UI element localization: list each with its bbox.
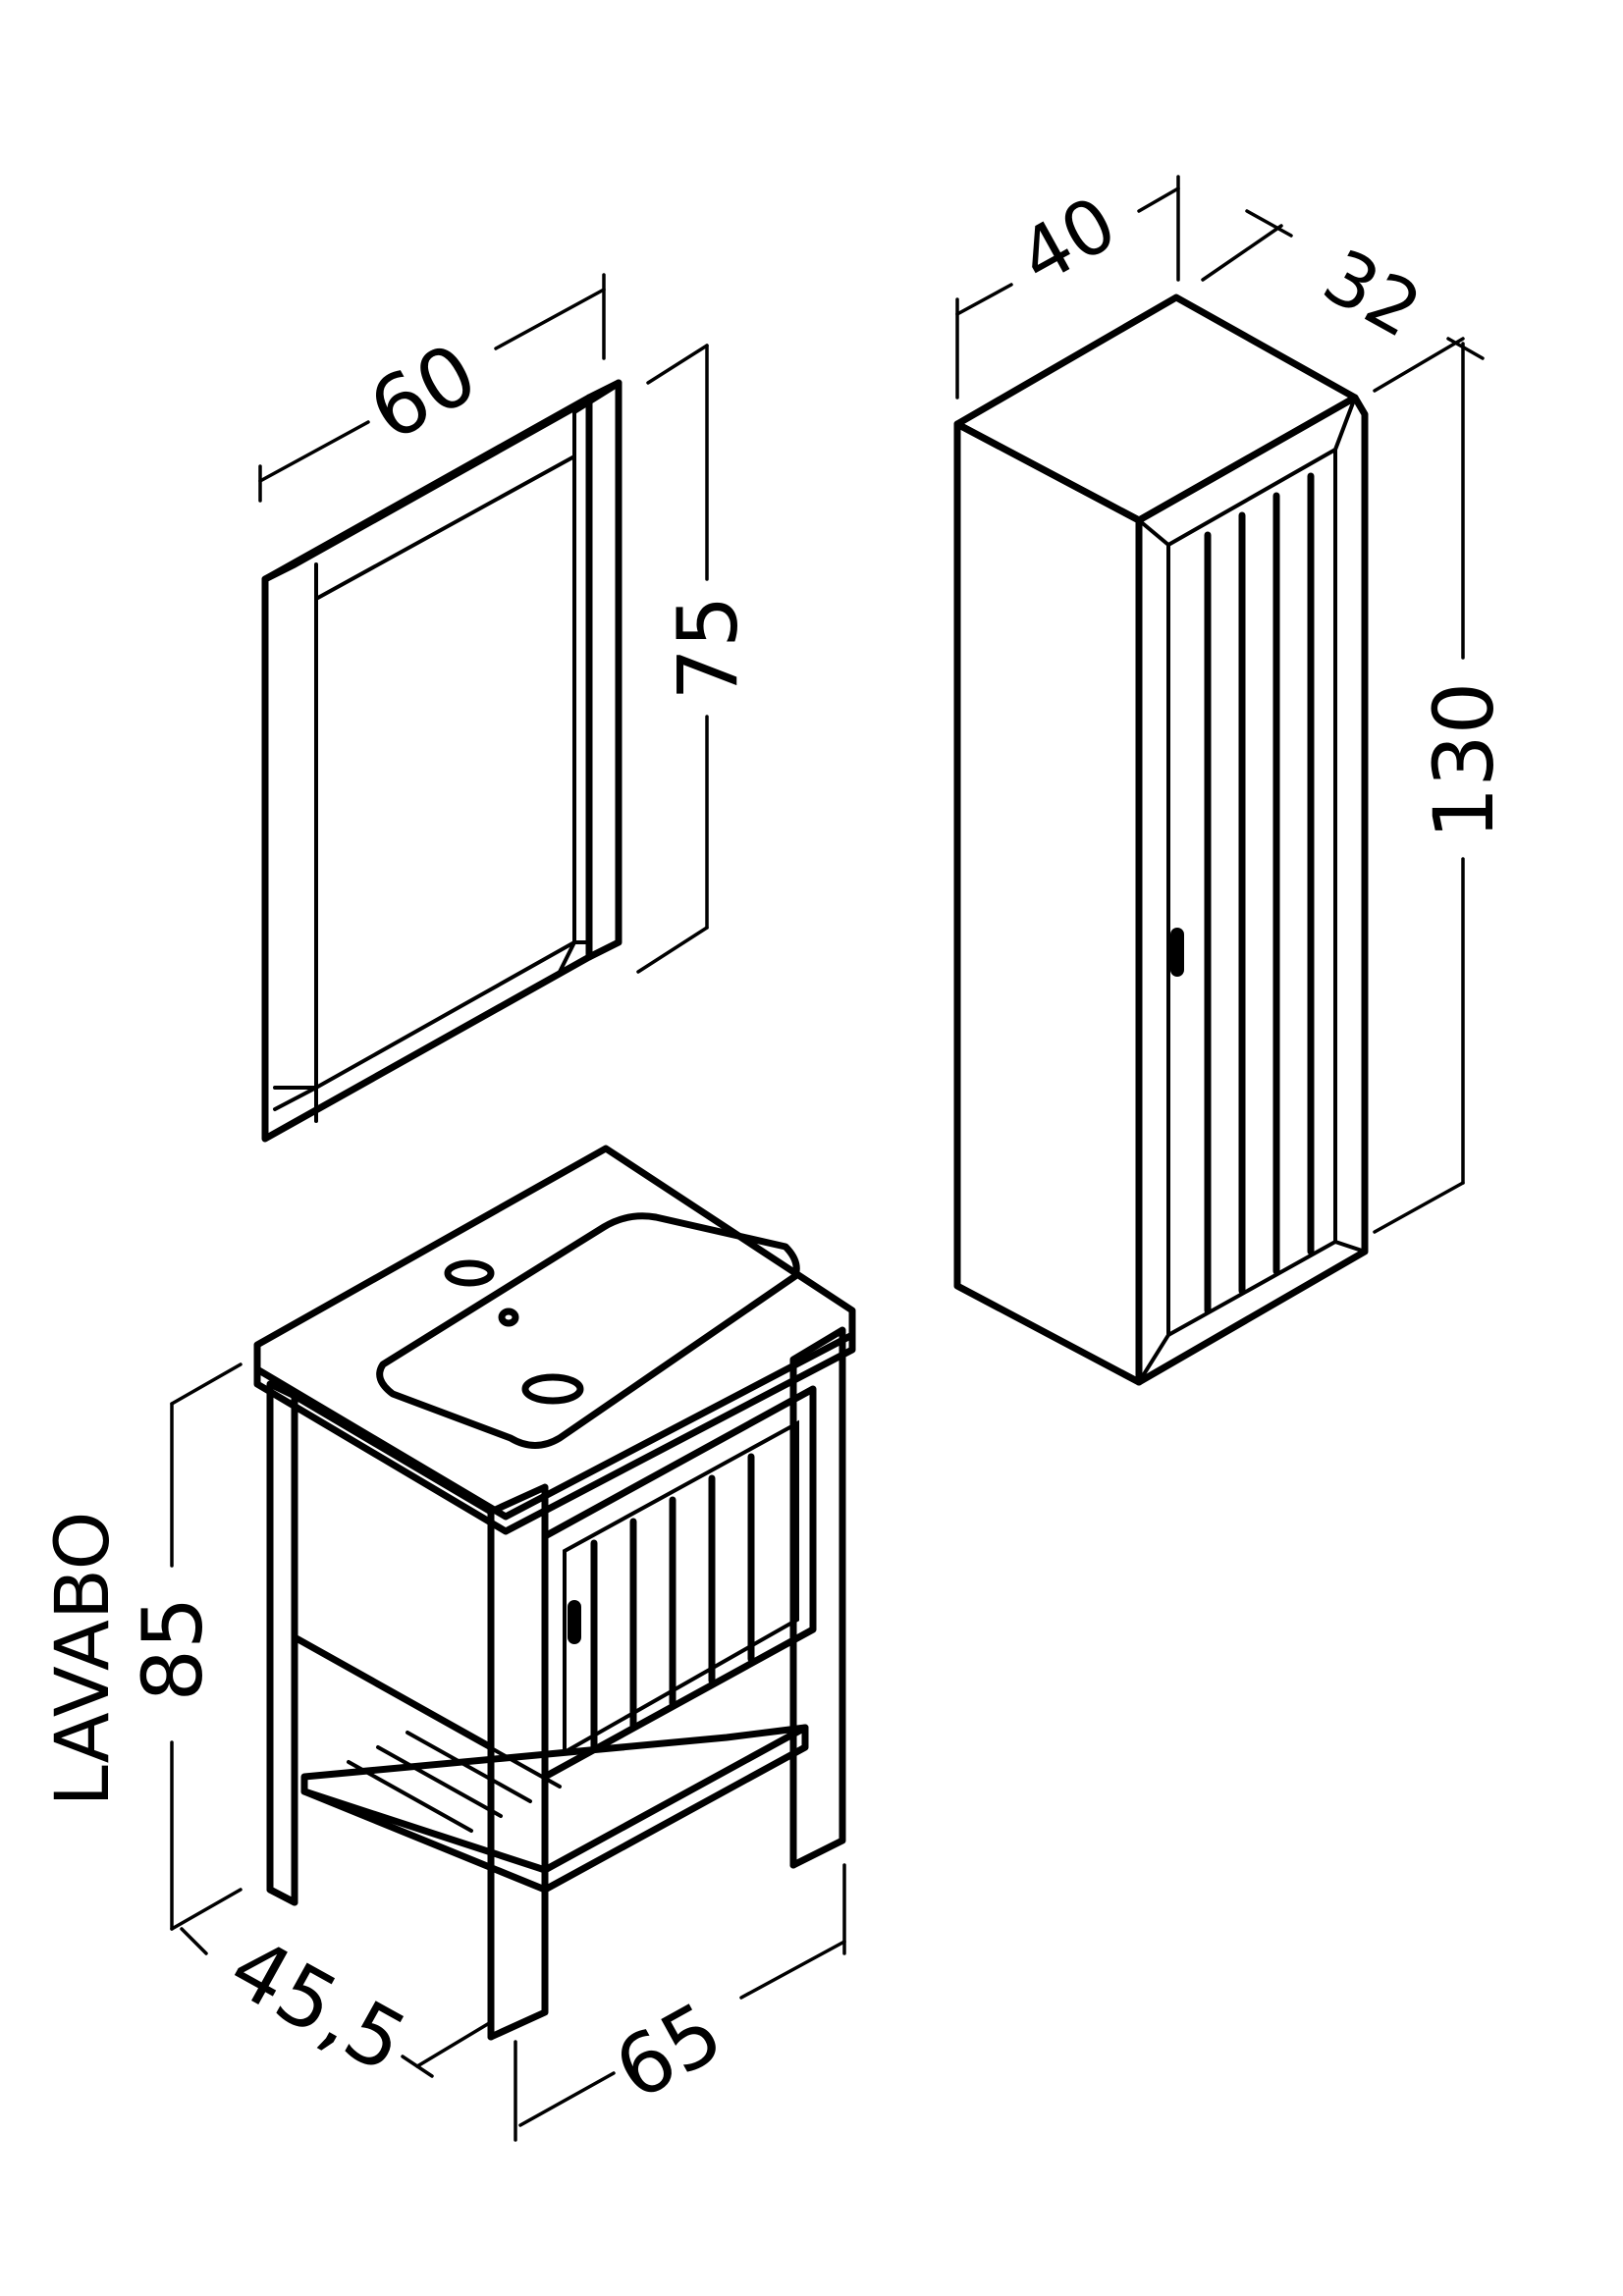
column-height-dimension: 130 — [1373, 337, 1512, 1234]
vanity-height-dimension: 85 LAVABO — [38, 1362, 243, 1931]
vanity-basin — [253, 1145, 856, 1535]
vanity-depth-dimension: 45,5 — [180, 1918, 493, 2092]
column-height-label: 130 — [1416, 682, 1512, 839]
column-width-label: 40 — [1004, 179, 1130, 301]
vanity-cabinet — [266, 1326, 846, 2041]
mirror-height-label: 75 — [660, 596, 756, 701]
vanity-door-handle — [568, 1600, 581, 1644]
vanity-depth-label: 45,5 — [215, 1918, 422, 2091]
vanity-width-dimension: 65 — [514, 1863, 846, 2142]
column-door-handle — [1170, 928, 1184, 977]
vanity-height-label: 85 — [125, 1597, 221, 1702]
vanity-width-label: 65 — [599, 1984, 737, 2119]
column-cabinet — [953, 294, 1369, 1386]
vanity-name-label: LAVABO — [38, 1512, 126, 1807]
mirror — [261, 379, 622, 1143]
column-depth-label: 32 — [1310, 232, 1435, 354]
mirror-width-label: 60 — [353, 325, 492, 460]
column-width-dimension: 40 — [955, 175, 1180, 400]
mirror-height-dimension: 75 — [636, 344, 756, 974]
